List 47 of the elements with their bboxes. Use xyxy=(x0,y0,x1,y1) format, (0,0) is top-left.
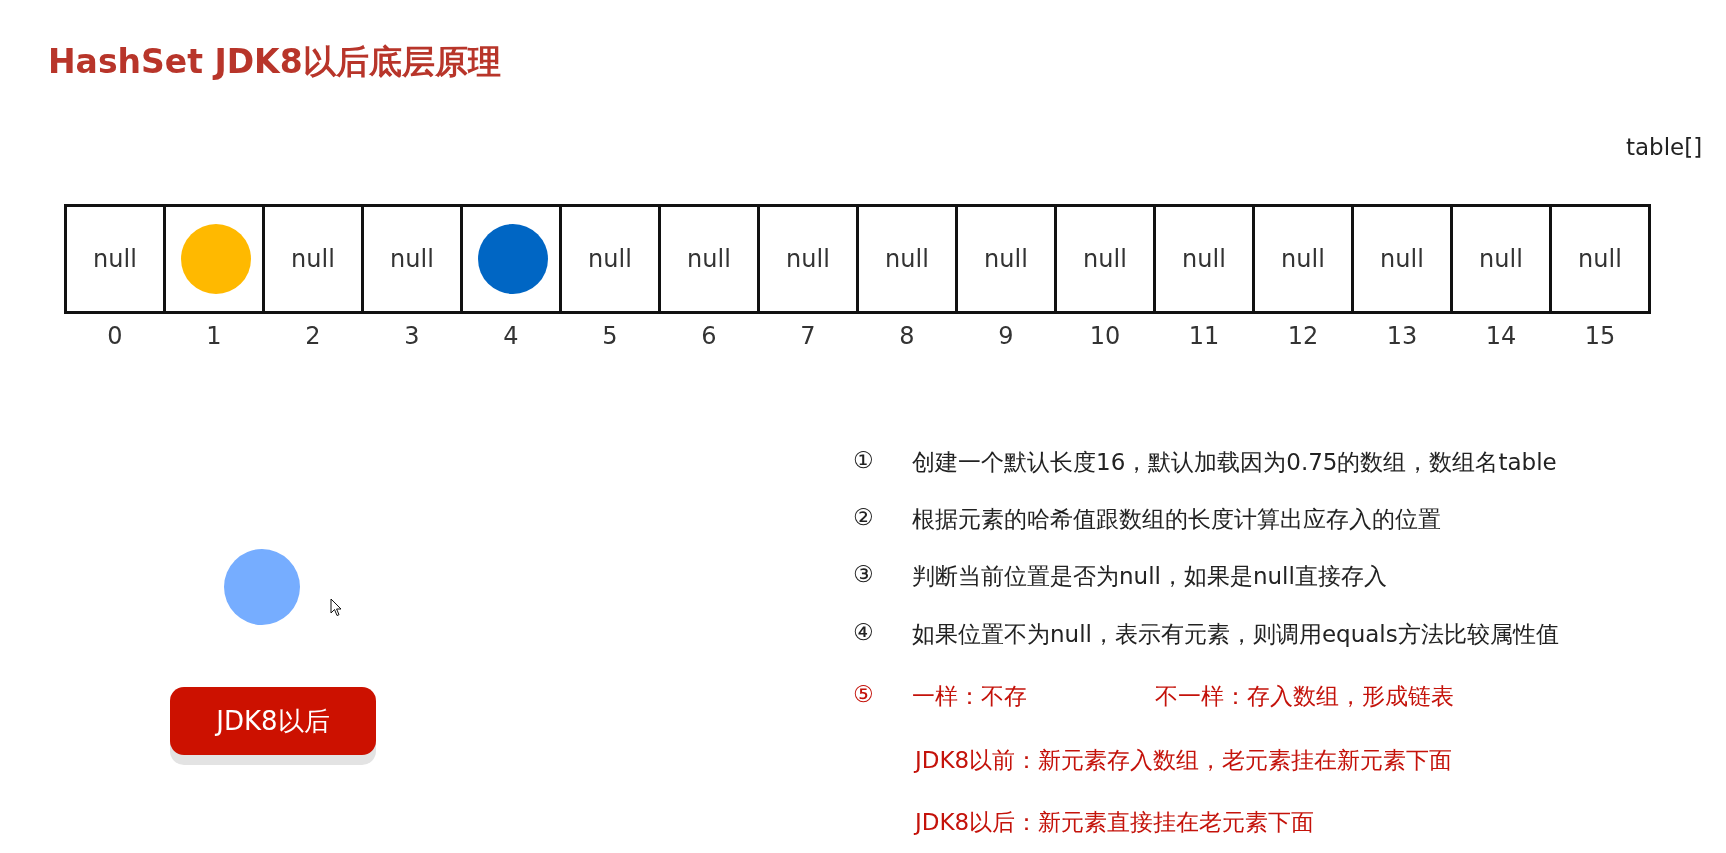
step-text: 判断当前位置是否为null，如果是null直接存入 xyxy=(912,562,1387,591)
index-number: 5 xyxy=(601,322,619,350)
step-number: ③ xyxy=(853,561,874,587)
index-number: 14 xyxy=(1484,322,1518,350)
index-number: 0 xyxy=(106,322,124,350)
step-text: 一样：不存 xyxy=(912,682,1027,711)
step-number: ⑤ xyxy=(853,681,874,707)
index-number: 12 xyxy=(1286,322,1320,350)
array-cell: null xyxy=(757,204,859,314)
slide-title: HashSet JDK8以后底层原理 xyxy=(48,41,501,83)
array-cell xyxy=(460,204,562,314)
array-cell: null xyxy=(1252,204,1354,314)
step-text: 创建一个默认长度16，默认加载因为0.75的数组，数组名table xyxy=(912,448,1557,477)
index-number: 2 xyxy=(304,322,322,350)
index-number: 4 xyxy=(502,322,520,350)
array-cell: null xyxy=(262,204,364,314)
array-cell: null xyxy=(658,204,760,314)
step-text: 如果位置不为null，表示有元素，则调用equals方法比较属性值 xyxy=(912,620,1559,649)
array-cell: null xyxy=(1351,204,1453,314)
array-cell: null xyxy=(361,204,463,314)
step-text: 不一样：存入数组，形成链表 xyxy=(1155,682,1454,711)
step-number: ④ xyxy=(853,619,874,645)
index-number: 3 xyxy=(403,322,421,350)
step-number: ② xyxy=(853,504,874,530)
index-number: 13 xyxy=(1385,322,1419,350)
index-number: 15 xyxy=(1583,322,1617,350)
array-cell: null xyxy=(559,204,661,314)
step-text: JDK8以前：新元素存入数组，老元素挂在新元素下面 xyxy=(915,746,1453,775)
index-number: 7 xyxy=(799,322,817,350)
array-cell: null xyxy=(64,204,166,314)
array-cell: null xyxy=(1153,204,1255,314)
array-cell: null xyxy=(1549,204,1651,314)
step-text: JDK8以后：新元素直接挂在老元素下面 xyxy=(915,808,1315,837)
array-cell: null xyxy=(1054,204,1156,314)
index-number: 10 xyxy=(1088,322,1122,350)
array-cell: null xyxy=(856,204,958,314)
index-number: 8 xyxy=(898,322,916,350)
index-number: 6 xyxy=(700,322,718,350)
index-number: 9 xyxy=(997,322,1015,350)
index-number: 11 xyxy=(1187,322,1221,350)
array-name: table[] xyxy=(1626,134,1703,160)
step-number: ① xyxy=(853,447,874,473)
array-cell xyxy=(163,204,265,314)
step-text: 根据元素的哈希值跟数组的长度计算出应存入的位置 xyxy=(912,505,1441,534)
array-cell: null xyxy=(1450,204,1552,314)
array-cell: null xyxy=(955,204,1057,314)
index-number: 1 xyxy=(205,322,223,350)
